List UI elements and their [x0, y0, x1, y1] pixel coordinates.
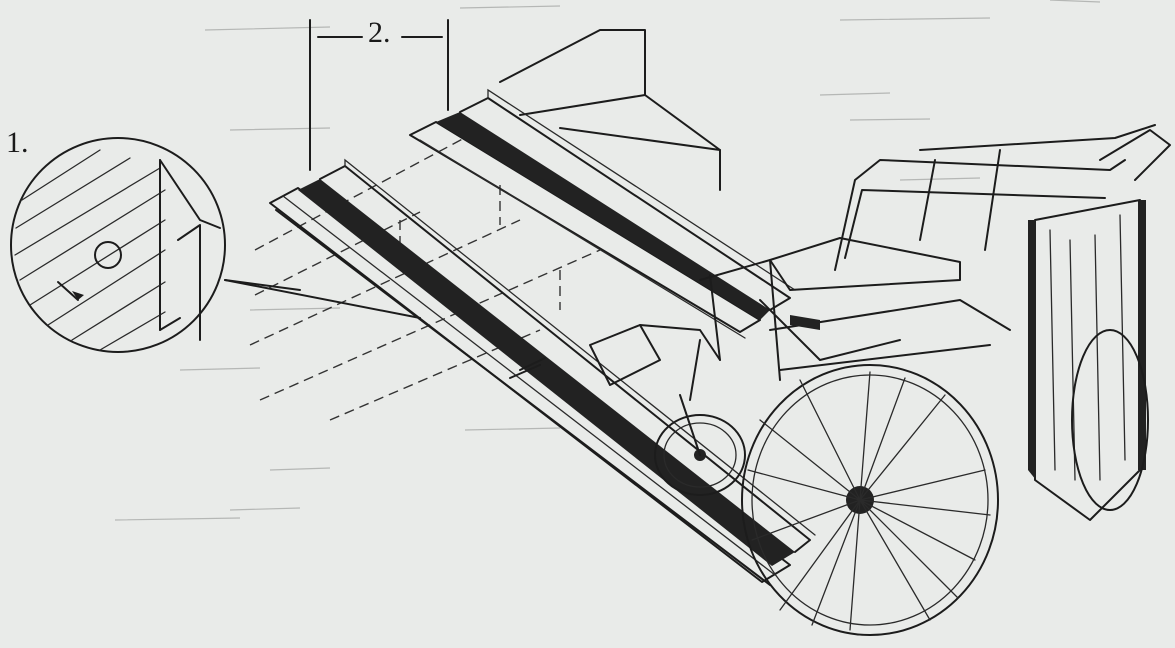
front-caster: [654, 339, 746, 496]
channel-detail-callout: [10, 137, 421, 353]
callout-label-1: 1.: [6, 126, 29, 159]
wheelchair: [589, 124, 1171, 636]
left-ramp: [269, 158, 816, 586]
width-dimension-bracket: [309, 19, 449, 171]
right-ramp: [409, 88, 796, 339]
rear-wheel: [741, 364, 999, 636]
background-show-through: [114, 0, 1101, 521]
dimension-label-2: 2.: [368, 16, 391, 49]
left-ramp-tread: [298, 179, 795, 566]
right-ramp-tread: [436, 112, 770, 320]
